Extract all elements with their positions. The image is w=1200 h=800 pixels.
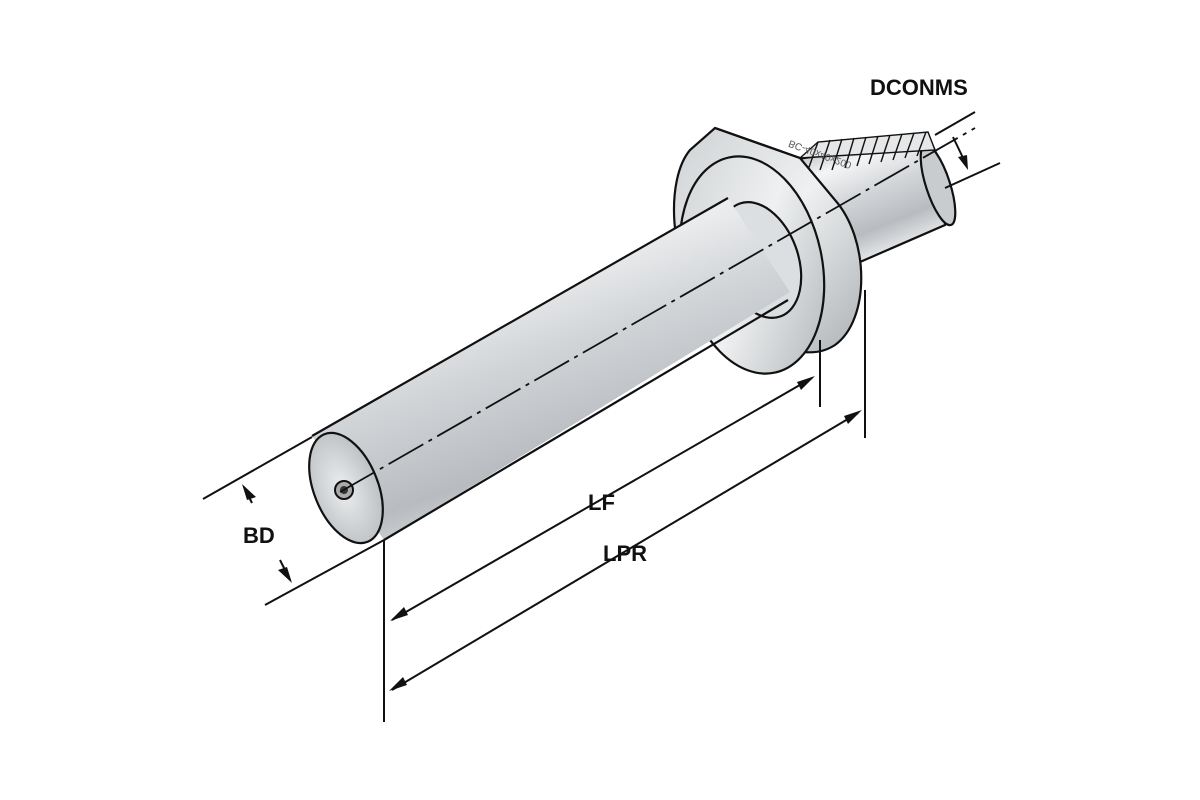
bd-dimension: BD [202, 436, 385, 606]
lf-dimension: LF [383, 340, 821, 722]
lf-label: LF [588, 490, 615, 515]
dconms-dimension: DCONMS [870, 75, 1001, 189]
center-line [339, 127, 976, 493]
lpr-label: LPR [603, 541, 647, 566]
bd-label: BD [243, 523, 275, 548]
dconms-label: DCONMS [870, 75, 968, 100]
lpr-dimension: LPR [389, 290, 866, 691]
serrations [798, 131, 937, 171]
